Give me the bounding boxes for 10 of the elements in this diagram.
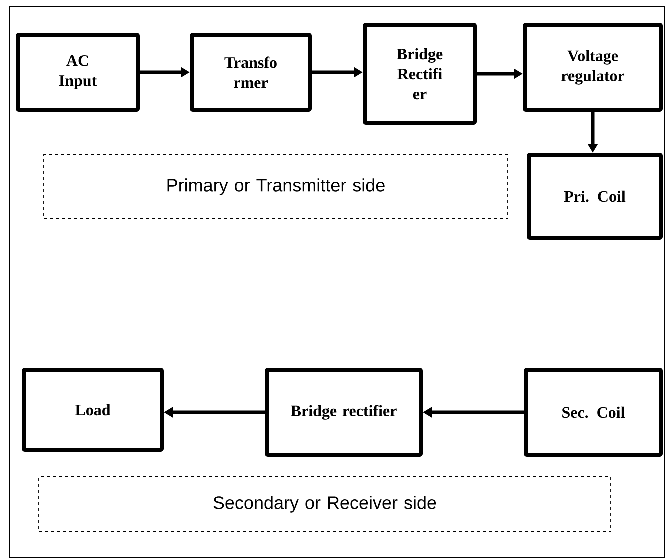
block-box: Transfo rmer — [190, 33, 312, 112]
block-box: Bridge rectifier — [265, 368, 423, 457]
block-box: Bridge Rectifi er — [363, 23, 477, 125]
side-label-box: Secondary or Receiver side — [38, 476, 612, 532]
block-box: Load — [22, 368, 164, 452]
side-label-box: Primary or Transmitter side — [44, 154, 508, 220]
block-box: Pri. Coil — [527, 153, 663, 240]
block-box: Sec. Coil — [524, 368, 663, 457]
block-box: Voltage regulator — [523, 23, 663, 112]
block-box: AC Input — [16, 33, 140, 112]
